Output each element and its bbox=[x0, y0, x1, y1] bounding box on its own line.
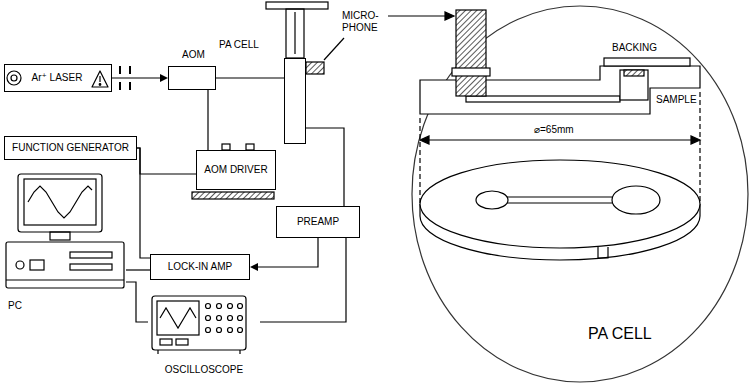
connector bbox=[260, 238, 346, 322]
lock-in-amp-box: LOCK-IN AMP bbox=[150, 254, 250, 280]
dimension-label: ⌀=65mm bbox=[532, 124, 576, 136]
connector bbox=[137, 148, 196, 174]
aom-box: AOM bbox=[168, 66, 216, 90]
function-generator-box: FUNCTION GENERATOR bbox=[4, 136, 137, 160]
pc-illustration: PC bbox=[4, 172, 126, 312]
connector bbox=[207, 90, 208, 150]
node-text: LOCK-IN AMP bbox=[168, 261, 232, 273]
node-text: PREAMP bbox=[297, 216, 339, 228]
connector bbox=[137, 148, 150, 258]
node-text: AOM DRIVER bbox=[204, 164, 267, 176]
part-label: BACKING bbox=[612, 42, 657, 54]
preamp-box: PREAMP bbox=[276, 206, 360, 238]
oscilloscope-illustration: OSCILLOSCOPE bbox=[148, 292, 260, 376]
node-text: FUNCTION GENERATOR bbox=[12, 142, 129, 154]
figure-title: PA CELL bbox=[588, 324, 652, 343]
arrowhead bbox=[160, 74, 168, 82]
arrowhead bbox=[250, 263, 258, 271]
pa-cell: PA CELL bbox=[284, 58, 306, 144]
node-text: PC bbox=[8, 300, 22, 312]
node-text: AOM bbox=[182, 49, 205, 61]
node-text: Ar⁺ LASER bbox=[32, 72, 83, 84]
connector bbox=[258, 238, 318, 267]
connector bbox=[306, 128, 344, 206]
connector bbox=[126, 282, 148, 322]
node-text: OSCILLOSCOPE bbox=[148, 364, 260, 376]
part-label: MICRO- PHONE bbox=[342, 10, 392, 34]
part-label: SAMPLE bbox=[656, 94, 697, 106]
laser-box: Ar⁺ LASER bbox=[4, 64, 112, 92]
aom-driver-box: AOM DRIVER bbox=[196, 150, 276, 190]
connector bbox=[216, 77, 284, 78]
connector bbox=[126, 269, 150, 270]
connector bbox=[112, 77, 160, 78]
node-text: PA CELL bbox=[219, 39, 259, 51]
